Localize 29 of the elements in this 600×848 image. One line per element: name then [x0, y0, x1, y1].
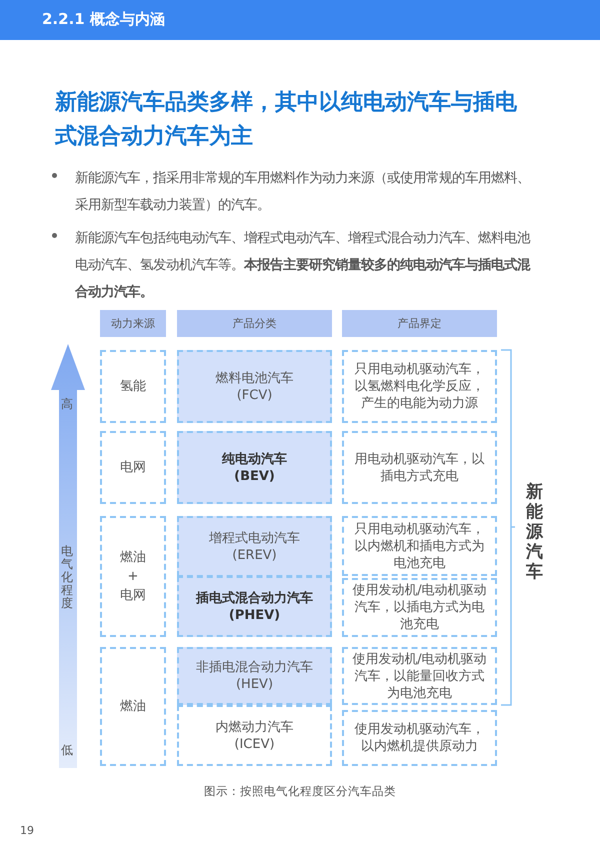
category-cell: 燃料电池汽车 (FCV) [177, 350, 332, 423]
definition-cell: 使用发动机/电动机驱动汽车，以插电方式为电池充电 [342, 578, 497, 637]
source-cell: 电网 [100, 431, 166, 504]
column-header: 产品界定 [342, 310, 497, 337]
source-cell: 氢能 [100, 350, 166, 423]
bracket-label: 新能源汽车 [526, 482, 544, 582]
category-cell: 纯电动汽车 (BEV) [177, 431, 332, 504]
definition-cell: 只用电动机驱动汽车，以氢燃料电化学反应，产生的电能为动力源 [342, 350, 497, 423]
source-cell: 燃油 [100, 647, 166, 766]
page-title: 新能源汽车品类多样，其中以纯电动汽车与插电式混合动力汽车为主 [55, 89, 518, 151]
column-header: 动力来源 [100, 310, 166, 337]
category-cell: 增程式电动汽车 (EREV) [177, 516, 332, 577]
axis-label: 电气化程度 [61, 545, 74, 610]
definition-cell: 只用电动机驱动汽车，以内燃机和插电方式为电池充电 [342, 516, 497, 576]
bullet-text: 新能源汽车，指采用非常规的车用燃料作为动力来源（或使用常规的车用燃料、采用新型车载动力装置）的汽车。 [75, 170, 531, 215]
column-header: 产品分类 [177, 310, 332, 337]
figure-caption: 图示：按照电气化程度区分汽车品类 [203, 784, 397, 799]
definition-cell: 使用发动机驱动汽车，以内燃机提供原动力 [342, 710, 497, 766]
category-cell: 内燃动力汽车 (ICEV) [177, 705, 332, 766]
category-cell: 插电式混合动力汽车 (PHEV) [177, 576, 332, 637]
source-cell: 燃油 + 电网 [100, 516, 166, 637]
section-heading: 2.2.1 概念与内涵 [42, 10, 165, 29]
category-cell: 非插电混合动力汽车 (HEV) [177, 647, 332, 705]
axis-label: 高 [61, 396, 73, 413]
definition-cell: 用电动机驱动汽车，以插电方式充电 [342, 431, 497, 504]
page-number: 19 [20, 824, 34, 837]
axis-label: 低 [61, 742, 73, 759]
bullet-text: 新能源汽车包括纯电动汽车、增程式电动汽车、增程式混合动力汽车、燃料电池电动汽车、氢发动机汽车等。本报告主要研究销量较多的纯电动汽车与插电式混合动力汽车。 [75, 230, 532, 302]
definition-cell: 使用发动机/电动机驱动汽车，以能量回收方式为电池充电 [342, 647, 497, 705]
